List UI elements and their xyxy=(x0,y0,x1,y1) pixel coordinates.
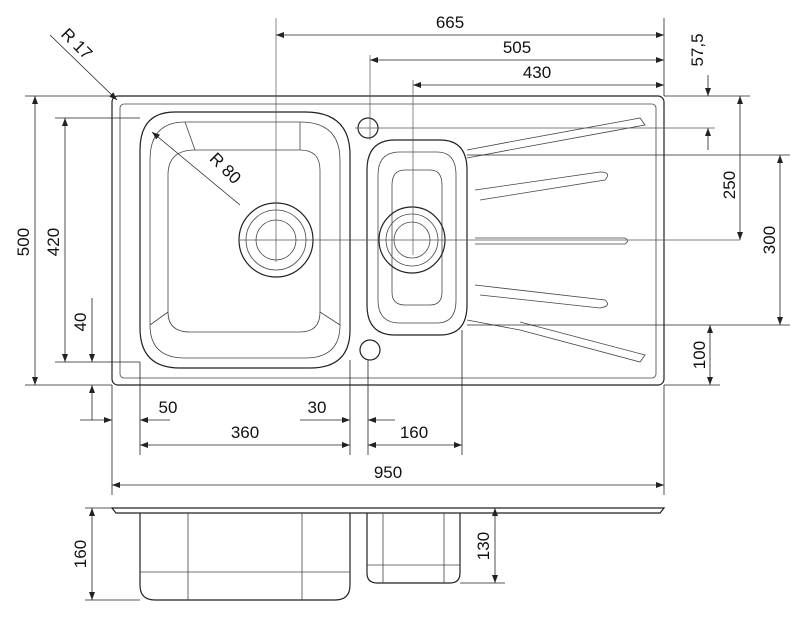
label-40: 40 xyxy=(71,313,90,332)
sink-side-view xyxy=(110,507,666,601)
extension-lines xyxy=(25,18,790,601)
label-420: 420 xyxy=(44,228,63,256)
label-665: 665 xyxy=(436,13,464,32)
sink-inner-edge xyxy=(119,103,657,379)
main-bowl-profile xyxy=(139,513,351,601)
dimension-labels: R 17 R 80 665 505 430 57,5 250 300 100 5… xyxy=(14,13,779,568)
label-505: 505 xyxy=(503,38,531,57)
label-500: 500 xyxy=(14,228,33,256)
label-430: 430 xyxy=(523,63,551,82)
label-160-side: 160 xyxy=(71,540,90,568)
label-100: 100 xyxy=(690,341,709,369)
label-r17: R 17 xyxy=(57,24,96,63)
sink-outer-edge xyxy=(111,95,665,386)
main-bowl xyxy=(139,111,351,369)
label-160-top: 160 xyxy=(400,423,428,442)
label-50: 50 xyxy=(159,398,178,417)
label-360: 360 xyxy=(231,423,259,442)
label-250: 250 xyxy=(720,171,739,199)
drainer-groove xyxy=(474,284,608,309)
label-300: 300 xyxy=(760,226,779,254)
small-bowl xyxy=(366,139,468,336)
sink-top-view xyxy=(111,18,740,386)
overflow-hole xyxy=(359,339,381,361)
drainer-groove xyxy=(475,237,628,245)
label-130: 130 xyxy=(474,532,493,560)
label-57-5: 57,5 xyxy=(688,33,707,66)
drainer-edge xyxy=(466,117,646,159)
label-30: 30 xyxy=(308,398,327,417)
dimension-lines xyxy=(32,32,783,600)
label-950: 950 xyxy=(374,463,402,482)
small-bowl-profile xyxy=(366,513,461,584)
drainer-groove xyxy=(474,171,608,201)
